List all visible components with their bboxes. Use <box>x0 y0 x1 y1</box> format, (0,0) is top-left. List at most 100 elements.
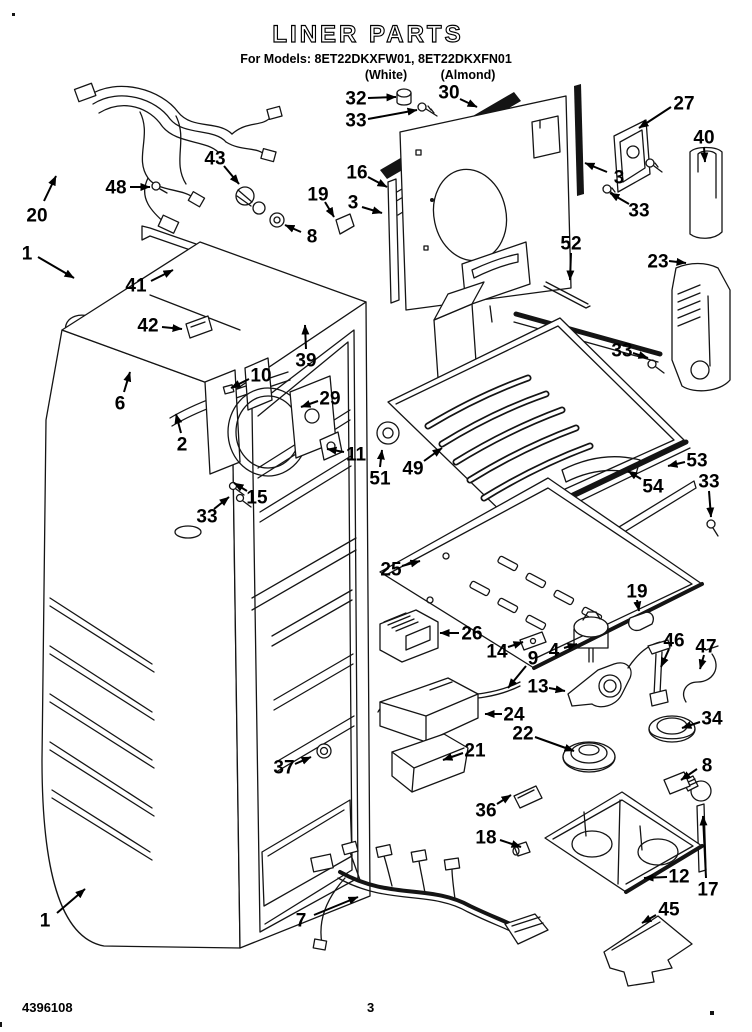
callout-leader-23 <box>668 257 687 266</box>
callout-14: 14 <box>486 642 508 663</box>
callout-7: 7 <box>296 911 307 932</box>
callout-leader-27 <box>638 106 672 129</box>
clip-42-art <box>185 315 213 339</box>
callout-33: 33 <box>611 341 632 362</box>
callout-leader-13 <box>548 685 566 694</box>
callout-leader-8 <box>680 768 698 781</box>
callout-26: 26 <box>461 624 482 645</box>
callout-leader-49 <box>423 447 443 462</box>
callout-leader-39 <box>301 324 310 350</box>
callout-leader-9 <box>507 665 527 689</box>
callout-leader-51 <box>376 449 385 468</box>
foam-duct-art <box>377 609 543 809</box>
callout-layer: 2014148434262102911153339163323330274033… <box>22 83 723 932</box>
callout-leader-17 <box>699 815 708 879</box>
print-dots <box>0 13 714 1027</box>
callout-12: 12 <box>668 867 689 888</box>
callout-leader-20 <box>43 175 57 202</box>
callout-54: 54 <box>642 477 664 498</box>
callout-1: 1 <box>22 244 33 265</box>
callout-leader-32 <box>367 93 397 102</box>
callout-20: 20 <box>26 206 47 227</box>
callout-9: 9 <box>528 649 539 670</box>
top-small-parts-art <box>151 181 355 235</box>
callout-leader-3 <box>361 206 383 215</box>
callout-leader-15 <box>233 482 248 492</box>
callout-33: 33 <box>628 201 649 222</box>
callout-leader-53 <box>667 459 686 468</box>
callout-16: 16 <box>346 163 367 184</box>
control-cluster-art <box>512 611 719 894</box>
callout-8: 8 <box>702 756 713 777</box>
callout-leader-10 <box>230 378 250 389</box>
callout-53: 53 <box>686 451 707 472</box>
callout-leader-12 <box>643 873 668 882</box>
callout-33: 33 <box>196 507 217 528</box>
callout-leader-45 <box>641 914 657 924</box>
callout-13: 13 <box>527 677 548 698</box>
callout-32: 32 <box>345 89 366 110</box>
callout-leader-52 <box>566 252 575 281</box>
callout-leader-47 <box>698 654 707 670</box>
callout-11: 11 <box>346 445 367 466</box>
callout-46: 46 <box>663 631 684 652</box>
color-white-label: (White) <box>365 68 407 82</box>
callout-29: 29 <box>319 389 340 410</box>
callout-leader-33 <box>213 496 230 510</box>
bottom-panel-art <box>379 477 704 670</box>
callout-1: 1 <box>40 911 51 932</box>
callout-22: 22 <box>512 724 533 745</box>
callout-leader-46 <box>660 648 670 668</box>
callout-leader-21 <box>442 752 464 761</box>
callout-leader-33 <box>706 490 715 518</box>
callout-45: 45 <box>658 900 680 921</box>
callout-17: 17 <box>697 880 718 901</box>
callout-18: 18 <box>475 828 496 849</box>
callout-30: 30 <box>438 83 459 104</box>
callout-10: 10 <box>250 366 271 387</box>
callout-leader-36 <box>496 794 512 805</box>
page-title: LINER PARTS <box>272 21 463 48</box>
grommet-art <box>316 743 332 759</box>
callout-leader-37 <box>294 756 312 765</box>
callout-27: 27 <box>673 94 694 115</box>
lower-wiring-harness-art <box>310 840 549 951</box>
callout-43: 43 <box>204 149 225 170</box>
callout-leader-34 <box>681 721 701 729</box>
callout-19: 19 <box>626 582 647 603</box>
callout-33: 33 <box>698 472 719 493</box>
callout-leader-30 <box>459 98 478 108</box>
doc-number: 4396108 <box>22 1000 73 1015</box>
callout-leader-33 <box>632 351 649 359</box>
callout-24: 24 <box>503 705 525 726</box>
callout-3: 3 <box>614 168 625 189</box>
callout-leader-1 <box>37 256 75 279</box>
callout-49: 49 <box>402 459 423 480</box>
callout-41: 41 <box>125 276 147 297</box>
callout-52: 52 <box>560 234 581 255</box>
callout-leader-18 <box>499 839 522 848</box>
top-wiring-harness-art <box>73 82 283 234</box>
callout-6: 6 <box>115 394 126 415</box>
callout-4: 4 <box>549 641 560 662</box>
callout-2: 2 <box>177 435 188 456</box>
callout-36: 36 <box>475 801 496 822</box>
callout-leader-7 <box>313 896 359 916</box>
callout-15: 15 <box>246 488 268 509</box>
callout-19: 19 <box>307 185 328 206</box>
callout-leader-4 <box>563 642 578 651</box>
callout-leader-1 <box>56 888 86 914</box>
callout-42: 42 <box>137 316 158 337</box>
callout-leader-2 <box>174 413 183 434</box>
cabinet-liner-art <box>41 241 371 949</box>
callout-37: 37 <box>273 758 294 779</box>
callout-leader-40 <box>700 146 709 163</box>
callout-21: 21 <box>464 741 486 762</box>
callout-leader-43 <box>223 165 240 185</box>
callout-48: 48 <box>105 178 126 199</box>
callout-leader-19 <box>324 201 335 218</box>
callout-leader-22 <box>534 736 575 752</box>
callout-25: 25 <box>380 560 402 581</box>
